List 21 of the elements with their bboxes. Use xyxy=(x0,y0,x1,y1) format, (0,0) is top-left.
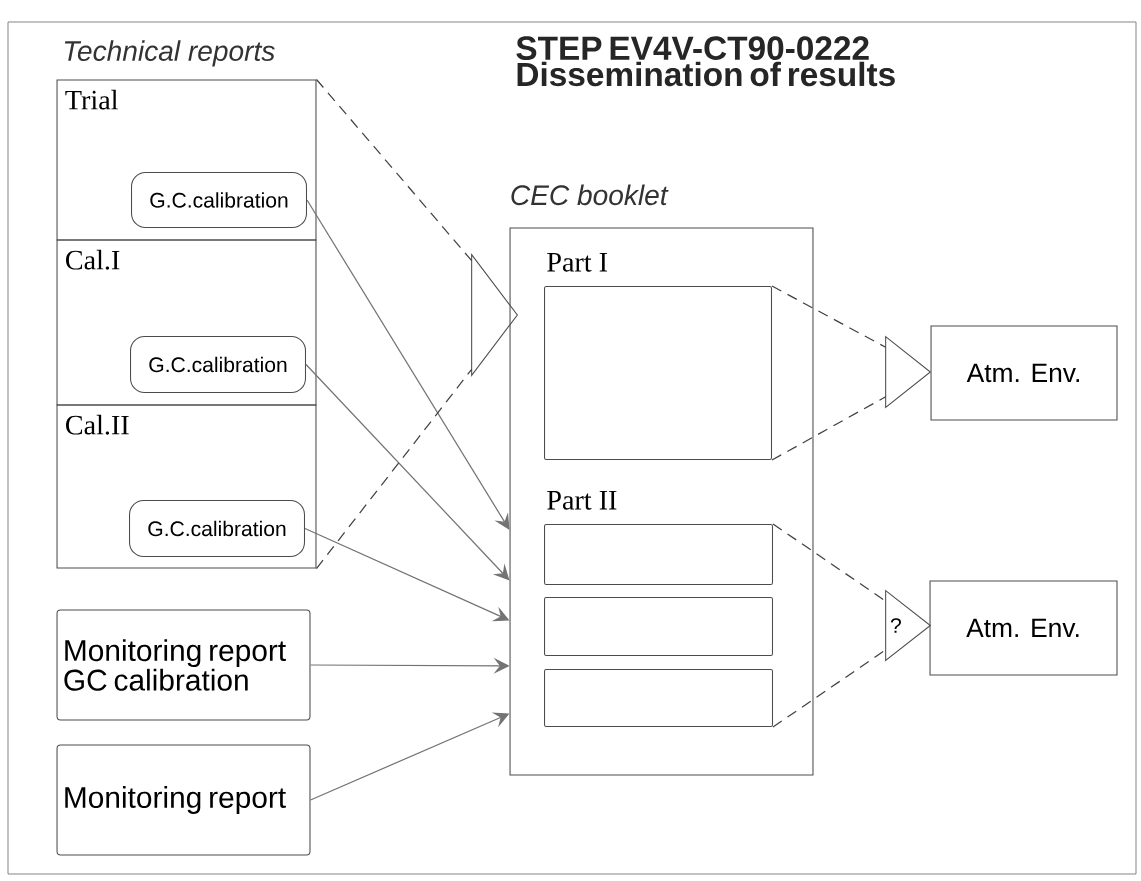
dashed-line xyxy=(315,368,473,570)
part-box: Part II xyxy=(544,490,773,586)
journal-box: Atm. Env. xyxy=(929,580,1118,676)
calibration-box: G.C.calibration xyxy=(130,335,306,393)
report-box: Monitoring report GC calibration xyxy=(56,609,311,721)
node-label: Part II xyxy=(547,490,617,510)
dashed-line xyxy=(771,396,887,461)
node-label: CEC booklet xyxy=(511,184,669,206)
part-box xyxy=(544,669,773,728)
diagram-title: STEP EV4V-CT90-0222 Dissemination of results xyxy=(516,36,895,87)
calibration-box: G.C.calibration xyxy=(131,171,307,228)
journal-box: Atm. Env. xyxy=(930,325,1118,421)
calibration-box: G.C.calibration xyxy=(129,499,305,557)
part-box: Part I xyxy=(544,253,773,461)
dashed-line xyxy=(772,523,887,602)
arrow xyxy=(306,199,510,530)
node-label: Part I xyxy=(547,252,608,272)
part-box xyxy=(544,597,773,657)
section-heading: Technical reports xyxy=(64,40,275,67)
report-box: Monitoring report xyxy=(56,744,311,856)
dashed-line xyxy=(772,649,887,728)
